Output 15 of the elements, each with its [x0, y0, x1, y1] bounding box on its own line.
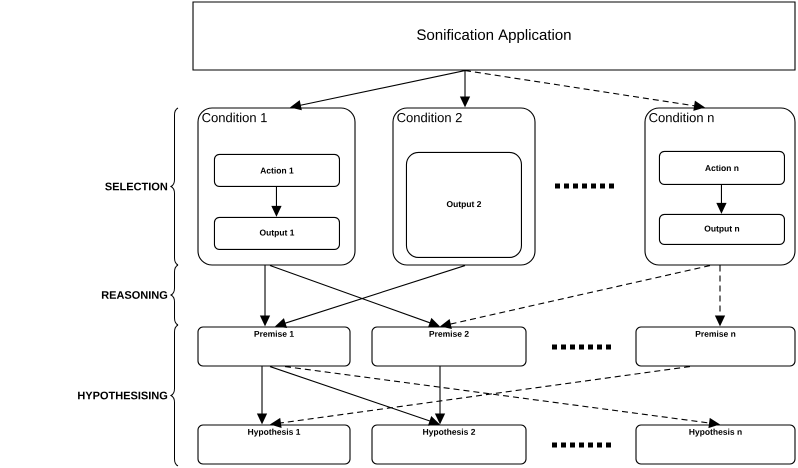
process-box: Output 1 [214, 216, 340, 250]
stage-label: SELECTION [105, 182, 168, 190]
stage-label: REASONING [102, 291, 168, 299]
process-box: Premise 2 [371, 326, 527, 367]
application-box: Sonification Application [192, 1, 796, 71]
process-box: Action n [658, 150, 785, 185]
process-box: Premise n [635, 326, 796, 367]
process-box: Hypothesis n [635, 424, 796, 465]
process-box: Action 1 [214, 154, 340, 187]
process-box: Premise 1 [197, 326, 351, 367]
process-box: Hypothesis 2 [371, 424, 527, 465]
process-box: Output 2 [406, 152, 522, 258]
stage-label: HYPOTHESISING [78, 392, 168, 400]
process-box: Output n [658, 214, 785, 245]
process-box: Hypothesis 1 [197, 424, 351, 465]
